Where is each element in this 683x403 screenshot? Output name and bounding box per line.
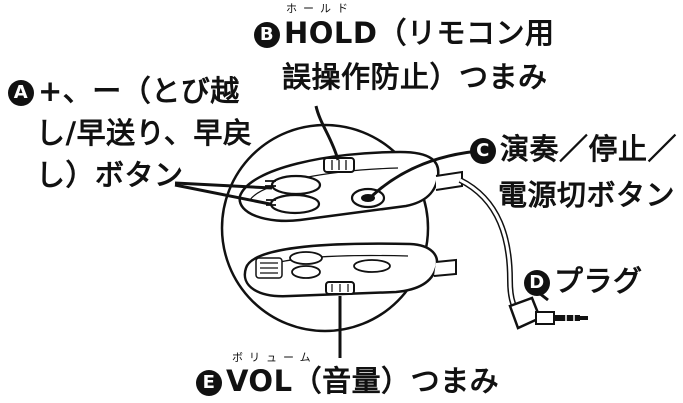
label-d-text: プラグ	[554, 264, 643, 298]
label-a: A+、ー（とび越	[8, 72, 240, 110]
label-e-text: VOL（音量）つまみ	[226, 364, 500, 398]
label-c-line-2: 電源切ボタン	[498, 178, 676, 212]
label-b-line-2: 誤操作防止）つまみ	[282, 60, 548, 94]
label-b-ruby: ホールド	[286, 2, 354, 15]
badge-b: B	[254, 22, 280, 48]
label-e-ruby: ボリューム	[232, 351, 317, 364]
badge-a: A	[8, 80, 34, 106]
badge-e: E	[196, 370, 222, 396]
label-a-line-1: +、ー（とび越	[38, 74, 240, 108]
leader-line-b	[314, 105, 340, 161]
label-c-line-1: 演奏／停止／	[500, 132, 678, 166]
leader-line-a2	[174, 183, 271, 206]
label-a-line-2: し/早送り、早戻	[36, 116, 253, 150]
remote-side-view	[243, 242, 457, 298]
leader-line-a1	[174, 181, 273, 190]
remote-top-view	[238, 150, 463, 223]
label-a-line-3: し）ボタン	[36, 158, 184, 192]
badge-d: D	[524, 270, 550, 296]
plug-icon	[508, 296, 588, 330]
plus-minus-buttons	[270, 174, 322, 196]
badge-c: C	[470, 138, 496, 164]
label-b-line-1: HOLD（リモコン用	[284, 16, 555, 50]
